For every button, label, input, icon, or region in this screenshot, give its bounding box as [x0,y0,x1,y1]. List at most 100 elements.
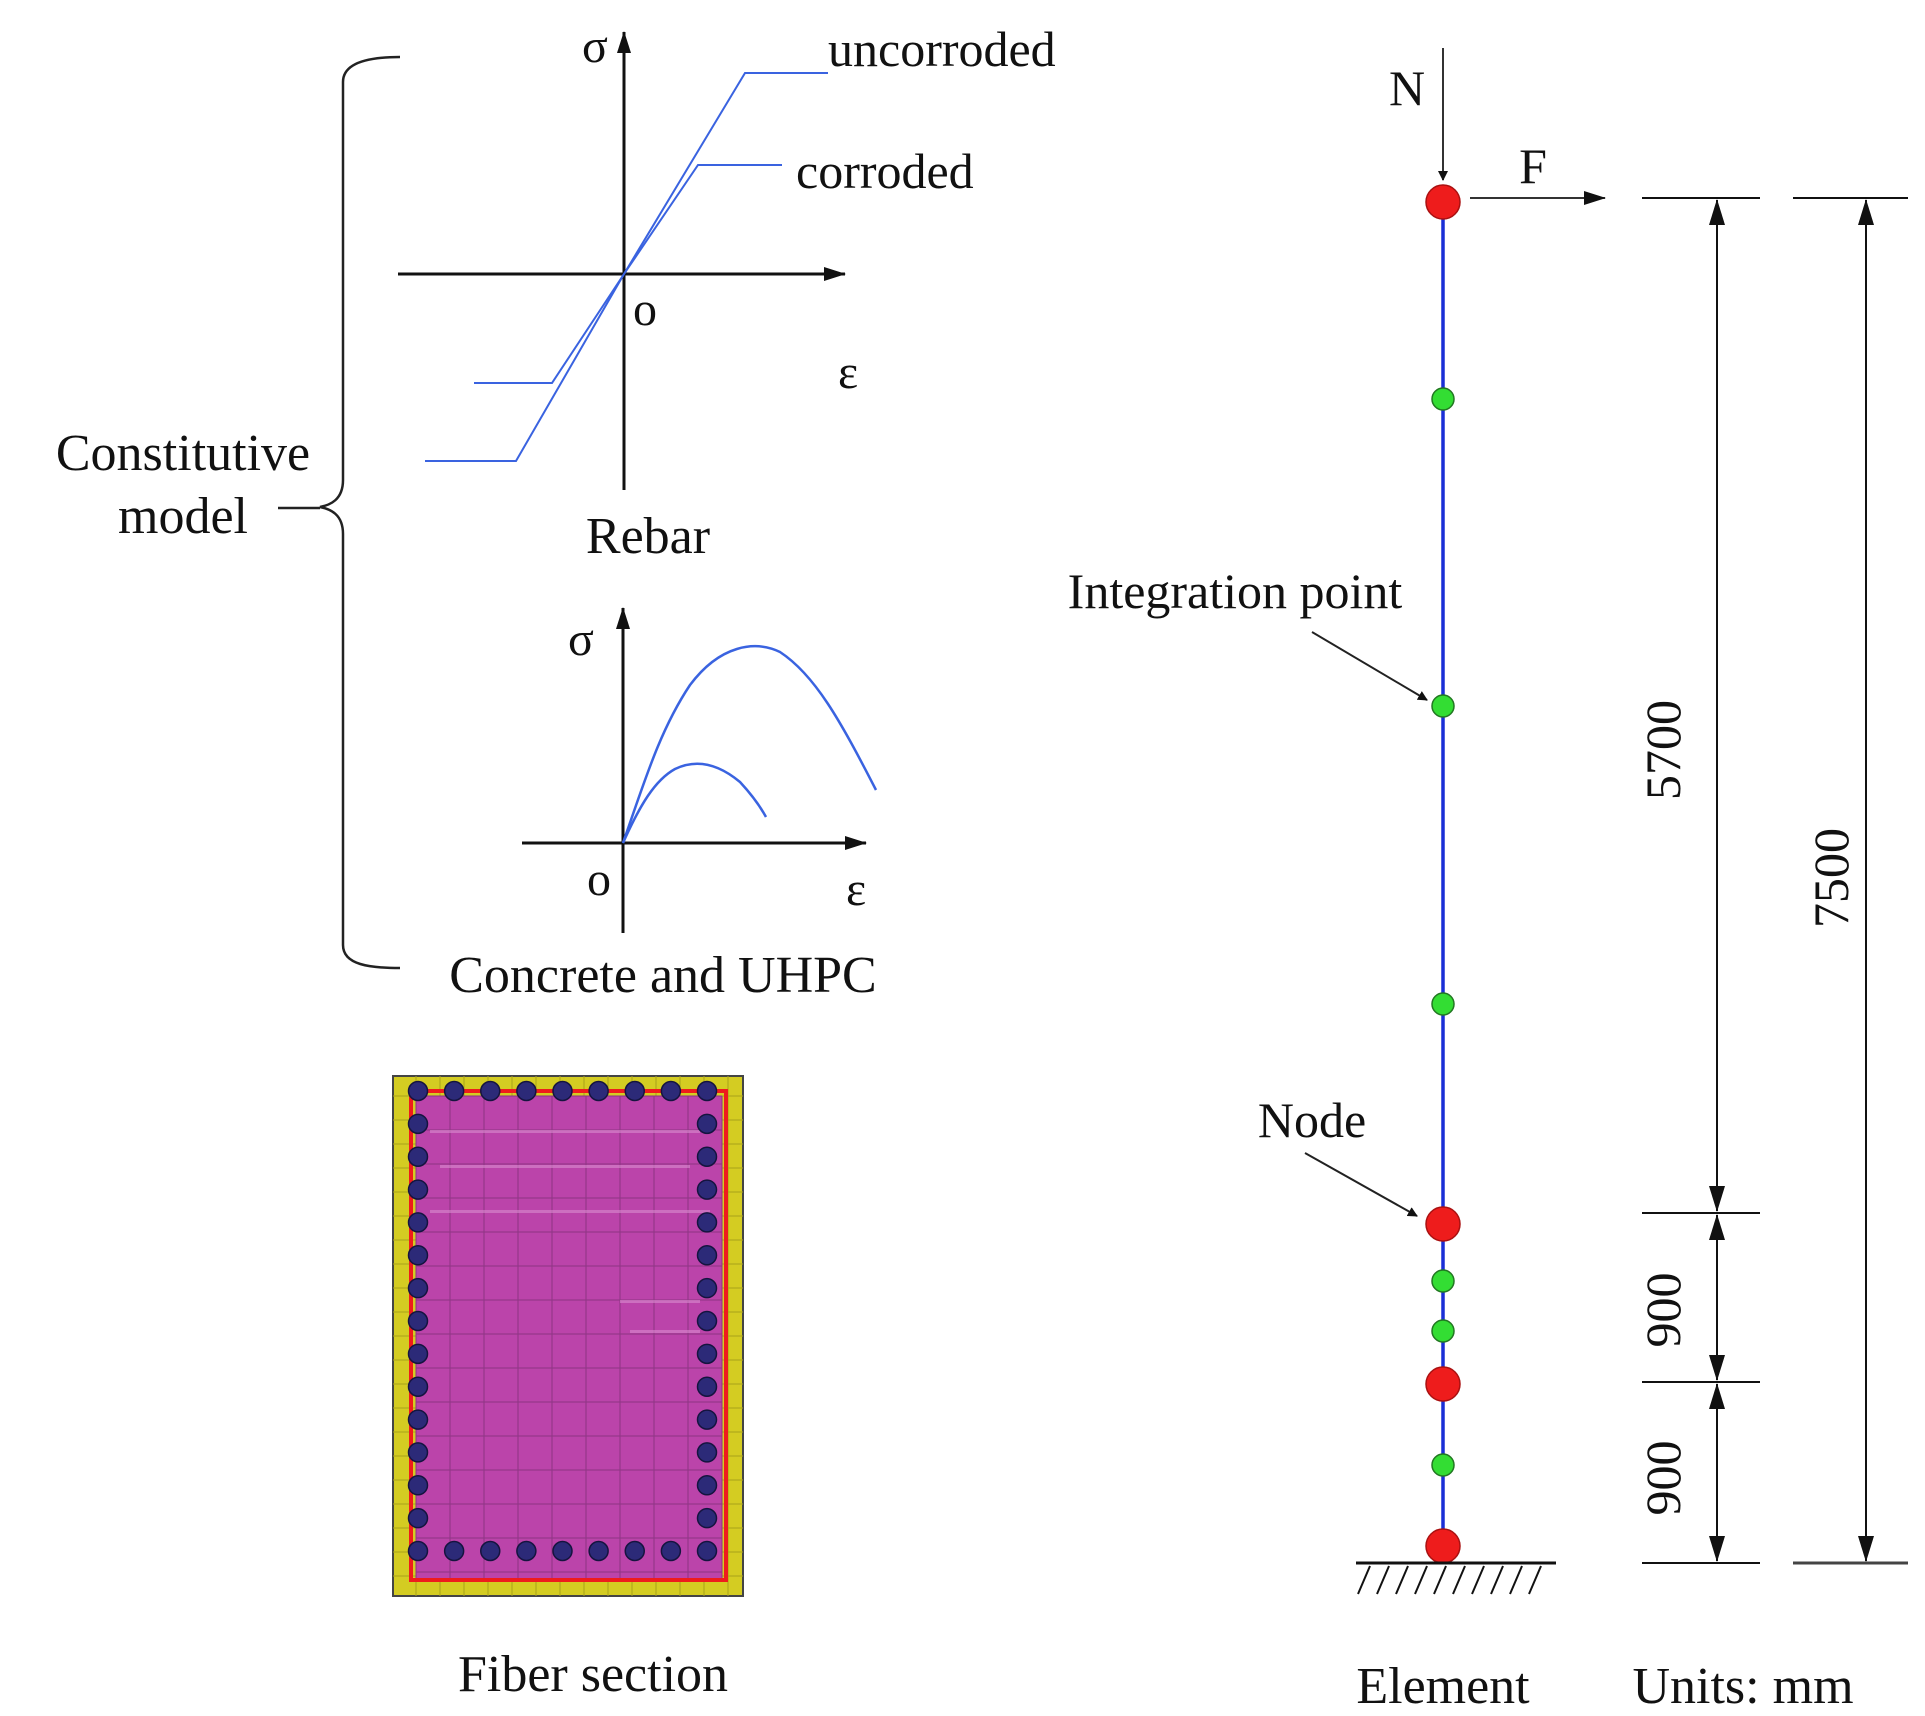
lateral-load-label: F [1519,138,1547,194]
rebar-fiber [407,1376,429,1397]
support-hatch [1452,1565,1466,1595]
rebar-fiber [588,1080,609,1102]
constitutive-label-line2: model [118,488,248,545]
rebar-fiber [407,1475,429,1496]
concrete-curve [621,762,768,844]
rebar-fiber [696,1376,718,1397]
support-hatch [1490,1565,1504,1595]
core-texture [430,1130,700,1133]
support-hatch [1433,1565,1447,1595]
dim-900-lower-label: 900 [1635,1441,1691,1516]
integration-point [1431,694,1455,718]
rebar-fiber [407,1245,429,1266]
dim-900-upper-label: 900 [1635,1273,1691,1348]
rebar-fiber [696,1310,718,1332]
rebar-fiber [696,1475,718,1496]
fixed-support [1356,1561,1556,1595]
support-hatch [1414,1565,1428,1595]
rebar-fiber [516,1540,537,1562]
integration-point [1431,1453,1455,1477]
core-texture [440,1165,690,1168]
rebar-fiber [407,1409,429,1430]
integration-point [1431,387,1455,411]
rebar-fiber [660,1540,682,1562]
rebar-fiber [624,1540,645,1562]
rebar-fiber [696,1507,718,1529]
fiber-section: Fiber section [392,1075,744,1703]
rebar-origin-label: o [633,283,657,336]
rebar-fiber [624,1080,645,1102]
rebar-fiber [696,1277,718,1299]
element-caption: Element [1356,1658,1530,1711]
rebar-fiber [407,1343,429,1365]
nodes [1425,184,1461,1564]
rebar-fiber [696,1146,718,1167]
node [1425,1528,1461,1564]
support-hatch [1376,1565,1390,1595]
core-texture [620,1300,700,1303]
rebar-epsilon-label: ε [838,346,858,399]
dim-7500-label: 7500 [1803,828,1859,928]
curly-brace [319,55,401,970]
axial-load-label: N [1389,60,1425,116]
rebar-fiber [407,1146,429,1167]
support-hatch [1528,1565,1542,1595]
rebar-fiber [696,1442,718,1463]
node-pointer [1304,1152,1418,1217]
rebar-fiber [480,1080,501,1102]
rebar-fiber [480,1540,501,1562]
concrete-epsilon-label: ε [846,863,866,916]
support-hatch [1471,1565,1485,1595]
fiber-section-caption: Fiber section [458,1646,728,1703]
integration-point-pointer [1311,631,1428,701]
integration-point [1431,1269,1455,1293]
rebar-caption: Rebar [586,508,710,565]
rebar-fiber [696,1245,718,1266]
constitutive-model-group: Constitutive model [56,55,401,970]
rebar-fiber [516,1080,537,1102]
uhpc-curve [621,645,878,844]
core-texture [430,1210,710,1213]
rebar-fiber [552,1080,573,1102]
rebar-fiber [696,1179,718,1200]
concrete-origin-label: o [587,853,611,906]
rebar-fiber [407,1080,429,1102]
rebar-fiber [696,1113,718,1135]
units-label: Units: mm [1632,1658,1853,1711]
node [1425,1206,1461,1242]
node [1425,184,1461,220]
concrete-sigma-label: σ [568,613,594,666]
integration-point-label: Integration point [1068,563,1403,619]
rebar-uncorroded-curve [425,72,828,462]
rebar-corroded-curve [474,164,782,384]
rebar-uncorroded-label: uncorroded [828,21,1056,77]
rebar-fiber [407,1310,429,1332]
support-hatch [1395,1565,1409,1595]
rebar-fiber [407,1507,429,1529]
rebar-fiber [696,1212,718,1233]
dim-5700-label: 5700 [1635,700,1691,800]
rebar-fiber [407,1179,429,1200]
rebar-fiber [660,1080,682,1102]
rebar-corroded-label: corroded [796,143,974,199]
concrete-chart: σ o ε Concrete and UHPC [449,607,878,1004]
element-model: N F Integration point Node Element [1068,48,1606,1715]
core-texture [630,1330,700,1333]
rebar-sigma-label: σ [582,20,608,73]
support-hatch [1509,1565,1523,1595]
node-label: Node [1258,1092,1366,1148]
rebar-fiber [407,1277,429,1299]
rebar-fiber [407,1442,429,1463]
concrete-caption: Concrete and UHPC [449,947,876,1004]
rebar-fiber [588,1540,609,1562]
node [1425,1366,1461,1402]
rebar-fiber [696,1409,718,1430]
rebar-chart: σ o ε uncorroded corroded Rebar [398,20,1056,565]
rebar-fiber [696,1080,718,1102]
rebar-fiber [407,1212,429,1233]
integration-point [1431,992,1455,1016]
rebar-fiber [443,1080,465,1102]
dimension-lines: 5700 900 900 7500 Units: mm [1632,197,1908,1715]
